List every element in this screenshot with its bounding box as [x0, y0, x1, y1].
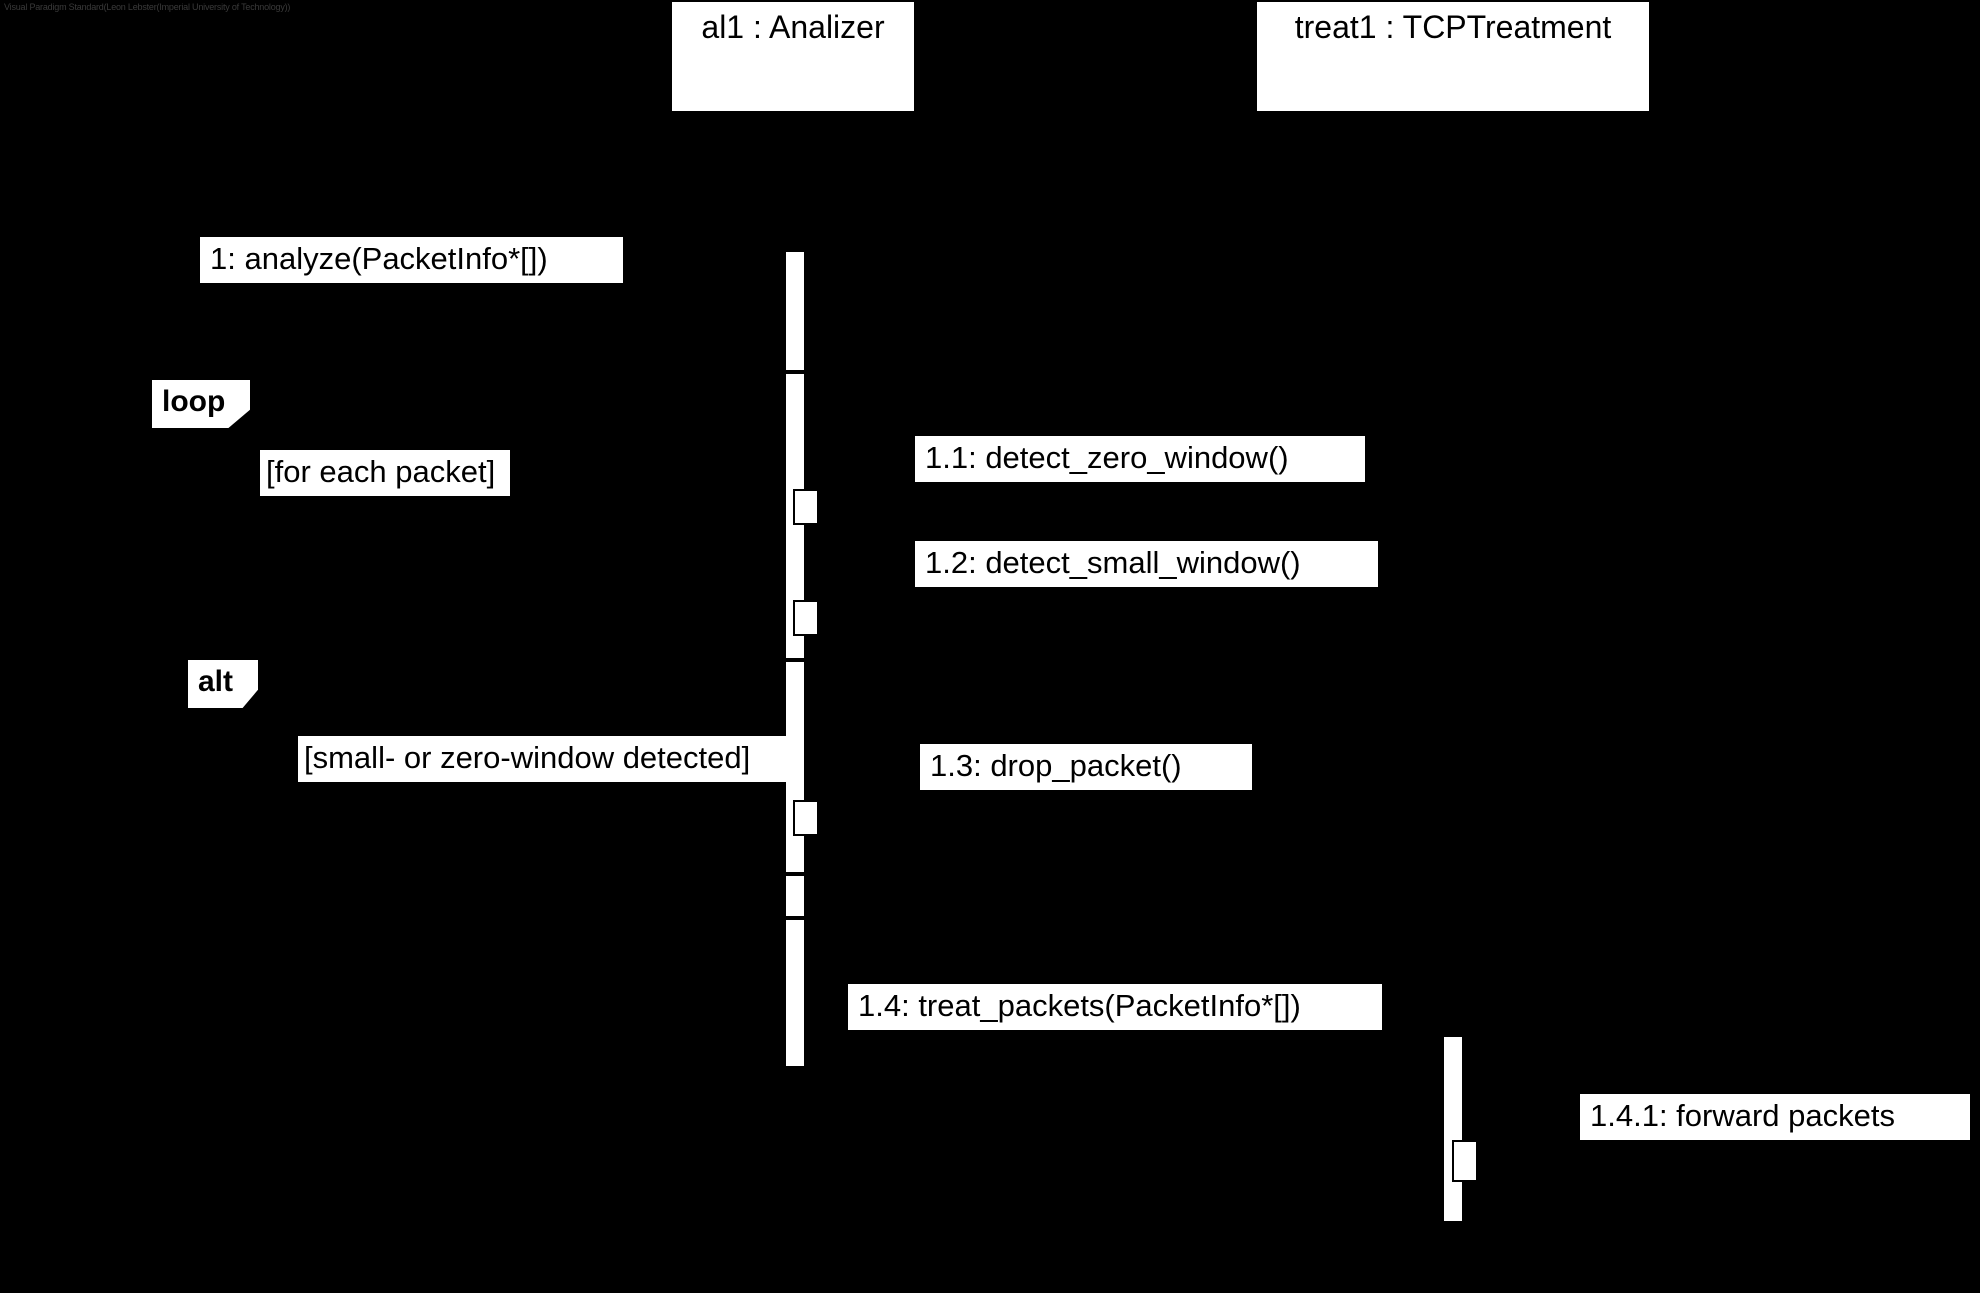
fragment-tag-loop[interactable]: loop — [152, 380, 250, 428]
message-label-detect-small-window[interactable]: 1.2: detect_small_window() — [915, 541, 1378, 587]
fragment-tag-alt[interactable]: alt — [188, 660, 258, 708]
lifeline-stem-treat1 — [1452, 113, 1454, 1293]
activation-treat1-nested-forward[interactable] — [1452, 1140, 1478, 1182]
lifeline-head-treat1[interactable]: treat1 : TCPTreatment — [1255, 0, 1651, 113]
message-label-treat-packets[interactable]: 1.4: treat_packets(PacketInfo*[]) — [848, 984, 1382, 1030]
activation-al1-alt-else[interactable] — [784, 874, 806, 918]
activation-al1-treat-packets[interactable] — [784, 918, 806, 1068]
activation-al1-nested-detect-small[interactable] — [793, 600, 819, 636]
fragment-guard-alt: [small- or zero-window detected] — [298, 736, 790, 782]
message-label-detect-zero-window[interactable]: 1.1: detect_zero_window() — [915, 436, 1365, 482]
lifeline-label-treat1: treat1 : TCPTreatment — [1294, 9, 1612, 45]
visual-paradigm-watermark: Visual Paradigm Standard(Leon Lebster(Im… — [4, 2, 291, 12]
activation-al1-nested-detect-zero[interactable] — [793, 489, 819, 525]
message-label-forward-packets[interactable]: 1.4.1: forward packets — [1580, 1094, 1970, 1140]
activation-treat1-main[interactable] — [1442, 1035, 1464, 1223]
lifeline-head-al1[interactable]: al1 : Analizer — [670, 0, 916, 113]
fragment-guard-loop: [for each packet] — [260, 450, 510, 496]
lifeline-label-al1: al1 : Analizer — [701, 9, 885, 45]
activation-al1-analyze-top[interactable] — [784, 250, 806, 372]
activation-al1-nested-drop-packet[interactable] — [793, 800, 819, 836]
message-label-analyze[interactable]: 1: analyze(PacketInfo*[]) — [200, 237, 623, 283]
message-label-drop-packet[interactable]: 1.3: drop_packet() — [920, 744, 1252, 790]
